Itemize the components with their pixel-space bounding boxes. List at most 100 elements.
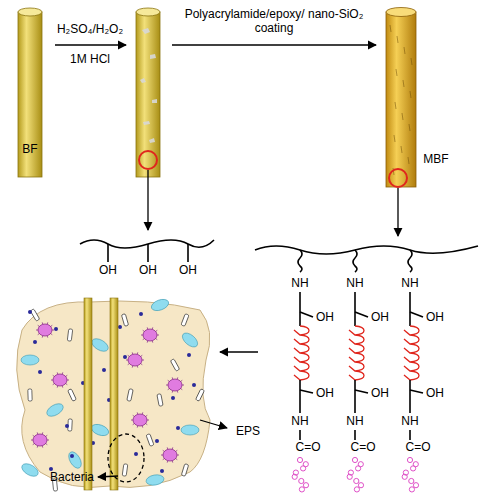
label-text: NH (401, 277, 418, 291)
drawn-stroke (355, 390, 368, 393)
bead (407, 457, 412, 462)
rod-particle (181, 464, 188, 477)
bacterium (128, 354, 142, 366)
label-text: BF (22, 143, 37, 157)
label-text: OH (371, 387, 389, 401)
bead (297, 457, 302, 462)
label-text: OH (316, 311, 334, 325)
fiber-bf (18, 8, 42, 177)
nano-particle (192, 383, 196, 387)
bead (303, 483, 308, 488)
label-text: Bacteria (50, 471, 94, 485)
spacer-coil (294, 326, 309, 380)
texture-stroke (410, 91, 411, 98)
label-text: H₂SO₄/H₂O₂ (57, 23, 123, 37)
texture-stroke (390, 25, 391, 32)
drawn-stroke (410, 312, 423, 317)
rod-particle (68, 389, 77, 402)
bead (300, 466, 305, 471)
texture-stroke (411, 58, 412, 65)
nano-particle (28, 310, 32, 314)
microbe (90, 422, 110, 438)
texture-stroke (401, 146, 402, 153)
bead (354, 487, 359, 492)
bead (409, 487, 414, 492)
rod-particle (146, 434, 154, 447)
drawn-stroke (409, 430, 411, 440)
process-arrow (220, 351, 258, 352)
rod-particle (127, 389, 133, 402)
nano-particle (187, 353, 191, 357)
drawn-stroke (409, 292, 411, 326)
texture-stroke (403, 80, 404, 87)
hydroxyl-chain (80, 240, 214, 262)
label-text: OH (139, 264, 157, 278)
rod-particle (28, 389, 32, 401)
nano-particle (54, 327, 58, 331)
nano-particle (118, 325, 122, 329)
drawn-stroke (300, 390, 313, 393)
fiber-in-matrix (84, 298, 92, 490)
rod-particle (170, 359, 179, 371)
label-text: NH (291, 415, 308, 429)
microbe (180, 330, 200, 349)
process-arrow (172, 44, 376, 45)
label-text: MBF (423, 153, 448, 167)
fiber-etched (136, 8, 160, 177)
microbe (150, 297, 170, 313)
texture-stroke (395, 102, 396, 109)
bead (299, 487, 304, 492)
rod-particle (121, 314, 128, 327)
microbe (45, 401, 66, 419)
nano-particle (155, 439, 159, 443)
bacterium (133, 414, 147, 426)
bead (402, 474, 407, 479)
bead (355, 466, 360, 471)
label-text: OH (179, 264, 197, 278)
drawn-stroke (355, 312, 368, 317)
microbe (66, 450, 84, 471)
drawn-stroke (410, 390, 423, 393)
bead (358, 483, 363, 488)
bacterium (168, 379, 182, 391)
nano-particle (102, 368, 106, 372)
bead (410, 466, 415, 471)
drawn-stroke (353, 250, 357, 272)
label-text: Polyacrylamide/epoxy/ nano-SiO₂ coating (184, 8, 364, 36)
nano-particle (70, 454, 74, 458)
drawn-stroke (354, 292, 356, 326)
label-text: C=O (295, 441, 320, 455)
spacer-coil (349, 326, 364, 380)
texture-stroke (396, 69, 397, 76)
fiber-mbf (386, 8, 416, 188)
drawn-stroke (354, 380, 356, 413)
nano-particle (123, 355, 127, 359)
drawn-stroke (299, 430, 301, 440)
texture-stroke (409, 124, 410, 131)
bacterium (33, 434, 47, 446)
drawn-stroke (408, 250, 412, 272)
rod-particle (122, 464, 128, 476)
drawn-stroke (300, 312, 313, 317)
zoom-arrow (147, 170, 148, 230)
process-arrow (55, 44, 126, 45)
label-text: NH (346, 277, 363, 291)
rod-particle (181, 314, 189, 327)
label-text: NH (346, 415, 363, 429)
label-text: OH (371, 311, 389, 325)
label-text: NH (401, 415, 418, 429)
bacterium (163, 449, 177, 461)
label-text: 1M HCl (70, 53, 110, 67)
drawn-stroke (298, 250, 302, 272)
label-text: C=O (405, 441, 430, 455)
label-text: OH (426, 311, 444, 325)
zoom-circle (389, 169, 407, 187)
label-text: OH (426, 387, 444, 401)
label-text: OH (99, 264, 117, 278)
nano-particle (171, 396, 175, 400)
nano-particle (160, 469, 164, 473)
label-text: C=O (350, 441, 375, 455)
bacteria-and-particles (20, 297, 205, 491)
leader-arrow (200, 420, 227, 428)
